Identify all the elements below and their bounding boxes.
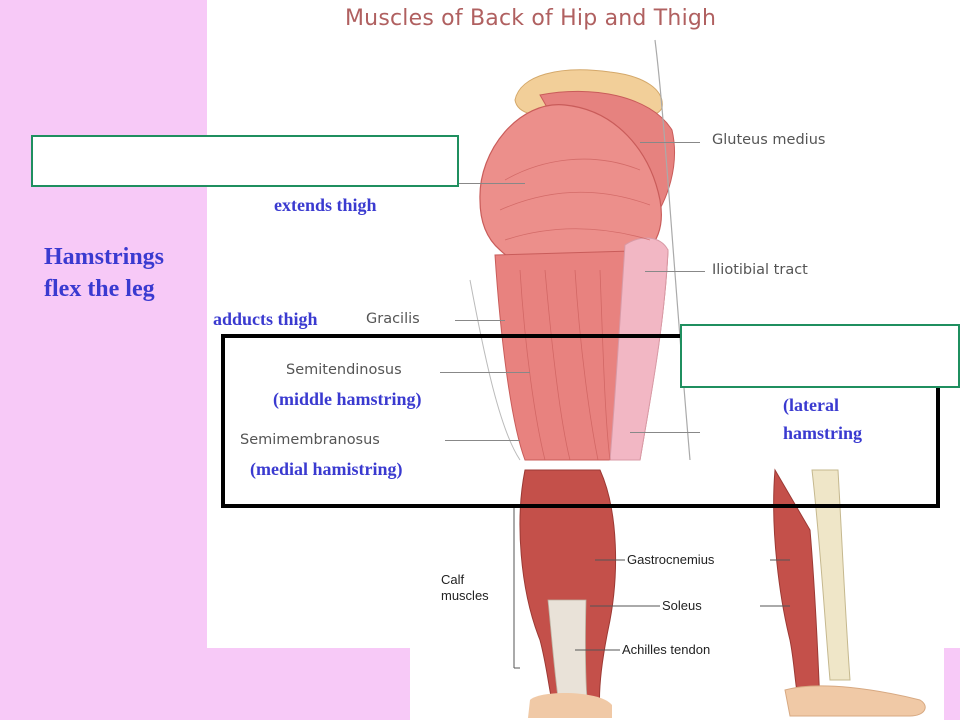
note-hamstrings-line2: flex the leg	[44, 276, 155, 302]
slide-background-bottom	[207, 648, 410, 720]
answer-box-biceps	[680, 324, 960, 388]
label-achilles-tendon: Achilles tendon	[622, 642, 711, 657]
answer-box-gluteus	[31, 135, 459, 187]
leader-iliotibial	[645, 271, 705, 272]
label-semitendinosus: Semitendinosus	[286, 362, 402, 378]
leader-biceps	[630, 432, 700, 433]
note-adducts-thigh: adducts thigh	[213, 309, 318, 330]
note-middle-hamstring: (middle hamstring)	[273, 389, 422, 409]
calf-leader-lines	[575, 559, 790, 651]
note-hamstrings-line1: Hamstrings	[44, 244, 164, 270]
note-extends-thigh: extends thigh	[274, 195, 377, 215]
muscle-fibers	[499, 158, 651, 461]
slide-background-left	[0, 0, 207, 720]
label-calf-muscles: Calf muscles	[441, 572, 501, 604]
label-soleus: Soleus	[662, 598, 702, 613]
calf-muscle-lateral	[773, 468, 821, 706]
calf-muscles-text: Calf muscles	[441, 572, 489, 603]
tibia-bone	[811, 469, 851, 681]
leader-gluteus-medius	[640, 142, 700, 143]
label-gluteus-medius: Gluteus medius	[712, 132, 826, 148]
hamstrings-highlight-box	[221, 334, 940, 508]
foot-lateral	[784, 685, 926, 717]
leader-semitendinosus	[440, 372, 530, 373]
label-semimembranosus: Semimembranosus	[240, 432, 380, 448]
leader-gluteus-maximus	[440, 183, 525, 184]
label-gastrocnemius: Gastrocnemius	[627, 552, 715, 567]
leader-gracilis	[455, 320, 505, 321]
note-lateral-line2: hamstring	[783, 423, 863, 443]
note-lateral-hamstring: (lateral hamstring	[783, 391, 862, 447]
figure-title: Muscles of Back of Hip and Thigh	[345, 6, 717, 31]
note-hamstrings: Hamstrings flex the leg	[44, 241, 164, 305]
label-gracilis: Gracilis	[366, 311, 420, 327]
iliotibial-tract	[609, 237, 669, 461]
thigh-outline-medial	[469, 279, 521, 461]
slide-background-right	[944, 648, 960, 720]
calf-bracket	[513, 504, 520, 669]
leader-semimembranosus	[445, 440, 520, 441]
note-lateral-line1: (lateral	[783, 395, 839, 415]
note-medial-hamstring: (medial hamistring)	[250, 459, 403, 479]
gluteus-maximus-muscle	[479, 104, 662, 273]
heel-posterior	[528, 693, 612, 718]
label-iliotibial-tract: Iliotibial tract	[712, 262, 808, 278]
